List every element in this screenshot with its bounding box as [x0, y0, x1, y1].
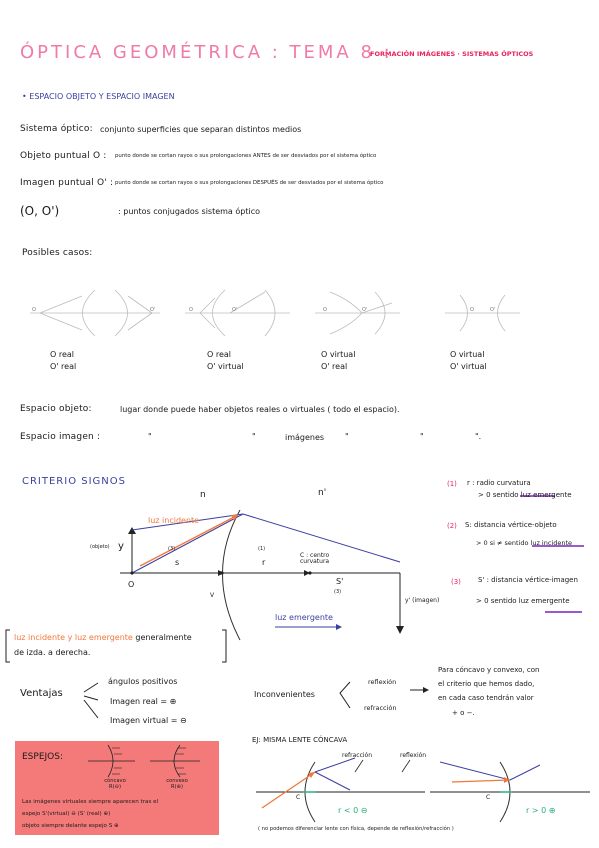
ej-r-negative: r < 0 ⊖: [338, 806, 368, 815]
inconvenientes-note-4: + o −.: [452, 709, 475, 717]
case4-o-mark: O: [470, 307, 474, 313]
case2-line2: O' virtual: [207, 362, 244, 371]
y-prime-label: y' (imagen): [405, 597, 440, 604]
inconvenientes-refraccion: refracción: [364, 704, 397, 712]
inconvenientes-note-3: en cada caso tendrán valor: [438, 694, 534, 702]
inconvenientes-reflexion: reflexión: [368, 678, 397, 686]
criterio-heading: CRITERIO SIGNOS: [22, 476, 126, 487]
ej-footer: ( no podemos diferenciar lente con físic…: [258, 826, 454, 832]
espacio-imagen-end: ".: [475, 432, 482, 441]
rule-1-num: (1): [447, 480, 457, 488]
marker-1: (1): [258, 546, 266, 552]
page-title: ÓPTICA GEOMÉTRICA : TEMA 8 :: [20, 42, 393, 63]
ventajas-item-3: Imagen virtual = ⊖: [110, 716, 187, 725]
bracket-note-rest: generalmente: [132, 633, 192, 642]
case4-line2: O' virtual: [450, 362, 487, 371]
case3-o2-mark: O': [362, 307, 367, 313]
ventajas-item-2: Imagen real = ⊕: [110, 697, 177, 706]
espacio-imagen-q2: ": [252, 432, 256, 441]
ventajas-label: Ventajas: [20, 688, 63, 699]
case1-o-mark: O: [32, 307, 36, 313]
page-subtitle: FORMACIÓN IMÁGENES · SISTEMAS ÓPTICOS: [370, 50, 534, 58]
o-point-label: O: [128, 580, 135, 589]
marker-3-left: (3): [168, 546, 176, 552]
medium-n2-label: n': [318, 488, 327, 498]
case1-o2-mark: O': [150, 307, 155, 313]
espejos-line-1: Las imágenes virtuales siempre aparecen …: [22, 799, 159, 805]
ej-c2: C: [486, 794, 491, 801]
bracket-note-line1: luz incidente y luz emergente generalmen…: [14, 633, 192, 642]
case1-line1: O real: [50, 350, 74, 359]
def-sistema-optico-label: Sistema óptico:: [20, 124, 93, 134]
ventajas-item-1: ángulos positivos: [108, 677, 178, 686]
case3-o-mark: O: [323, 307, 327, 313]
objeto-label: (objeto): [90, 544, 110, 550]
section-heading-espacio: • ESPACIO OBJETO Y ESPACIO IMAGEN: [22, 92, 175, 101]
espejos-line-2: espejo S'(virtual) ⊖ (S' (real) ⊕): [22, 811, 111, 817]
def-sistema-optico-text: conjunto superficies que separan distint…: [100, 125, 302, 134]
ej-heading: EJ: MISMA LENTE CÓNCAVA: [252, 736, 348, 744]
espacio-imagen-q4: ": [420, 432, 424, 441]
case1-line2: O' real: [50, 362, 77, 371]
def-objeto-text: punto donde se cortan rayos o sus prolon…: [115, 153, 377, 159]
marker-3-right: (3): [334, 589, 342, 595]
medium-n-label: n: [200, 490, 206, 500]
ej-c1: C: [296, 794, 301, 801]
inconvenientes-note-2: el criterio que hemos dado,: [438, 680, 535, 688]
v-point-label: V: [210, 592, 215, 599]
inconvenientes-label: Inconvenientes: [254, 690, 315, 699]
bracket-note-highlight: luz incidente y luz emergente: [14, 633, 133, 642]
espejos-line-3: objeto siempre delante espejo S ⊕: [22, 823, 119, 829]
espacio-imagen-label: Espacio imagen :: [20, 432, 101, 442]
rule-3-line1: S' : distancia vértice-imagen: [478, 576, 578, 584]
inconvenientes-note-1: Para cóncavo y convexo, con: [438, 666, 540, 674]
espejos-box: [15, 741, 219, 835]
rule-3-num: (3): [451, 578, 461, 586]
def-objeto-label: Objeto puntual O :: [20, 151, 107, 161]
case3-line2: O' real: [321, 362, 348, 371]
bracket-note-line2: de izda. a derecha.: [14, 648, 91, 657]
espejos-title: ESPEJOS:: [22, 752, 63, 762]
case2-line1: O real: [207, 350, 231, 359]
centro-curvatura-label: C : centro curvatura: [300, 552, 330, 565]
posibles-casos-label: Posibles casos:: [22, 248, 93, 258]
case2-o-mark: O: [189, 307, 193, 313]
y-label: y: [118, 541, 124, 552]
s-prime-label: S': [336, 577, 344, 586]
rule-2-num: (2): [447, 522, 457, 530]
rule-2-line2: > 0 si ≠ sentido luz incidente: [476, 539, 573, 547]
rule-3-line2: > 0 sentido luz emergente: [476, 597, 570, 605]
ej-r-positive: r > 0 ⊕: [526, 806, 556, 815]
s-label: s: [175, 558, 180, 567]
def-conjugados-label: (O, O'): [20, 204, 60, 218]
espacio-imagen-q1: ": [148, 432, 152, 441]
def-imagen-label: Imagen puntual O' :: [20, 178, 114, 188]
espacio-imagen-word: imágenes: [285, 433, 325, 442]
espejo-concavo-label: cóncavo R(⊖): [104, 778, 126, 790]
rule-2-line1: S: distancia vértice-objeto: [465, 521, 557, 529]
case3-line1: O virtual: [321, 350, 356, 359]
def-imagen-text: punto donde se cortan rayos o sus prolon…: [115, 180, 384, 186]
luz-incidente-label: luz incidente: [148, 516, 200, 525]
ej-refraccion-label: refracción: [342, 752, 373, 759]
ej-reflexion-label: reflexión: [400, 752, 427, 759]
r-label: r: [262, 558, 266, 567]
def-conjugados-text: : puntos conjugados sistema óptico: [118, 207, 260, 216]
espacio-objeto-label: Espacio objeto:: [20, 404, 92, 414]
luz-emergente-label: luz emergente: [275, 613, 333, 622]
case4-o2-mark: O': [490, 307, 495, 313]
case2-o2-mark: O': [232, 307, 237, 313]
espejo-convexo-label: convexo R(⊕): [166, 778, 188, 790]
espacio-imagen-q3: ": [345, 432, 349, 441]
espacio-objeto-text: lugar donde puede haber objetos reales o…: [120, 405, 400, 414]
case4-line1: O virtual: [450, 350, 485, 359]
rule-1-line2: > 0 sentido luz emergente: [478, 491, 572, 499]
rule-1-line1: r : radio curvatura: [467, 479, 531, 487]
